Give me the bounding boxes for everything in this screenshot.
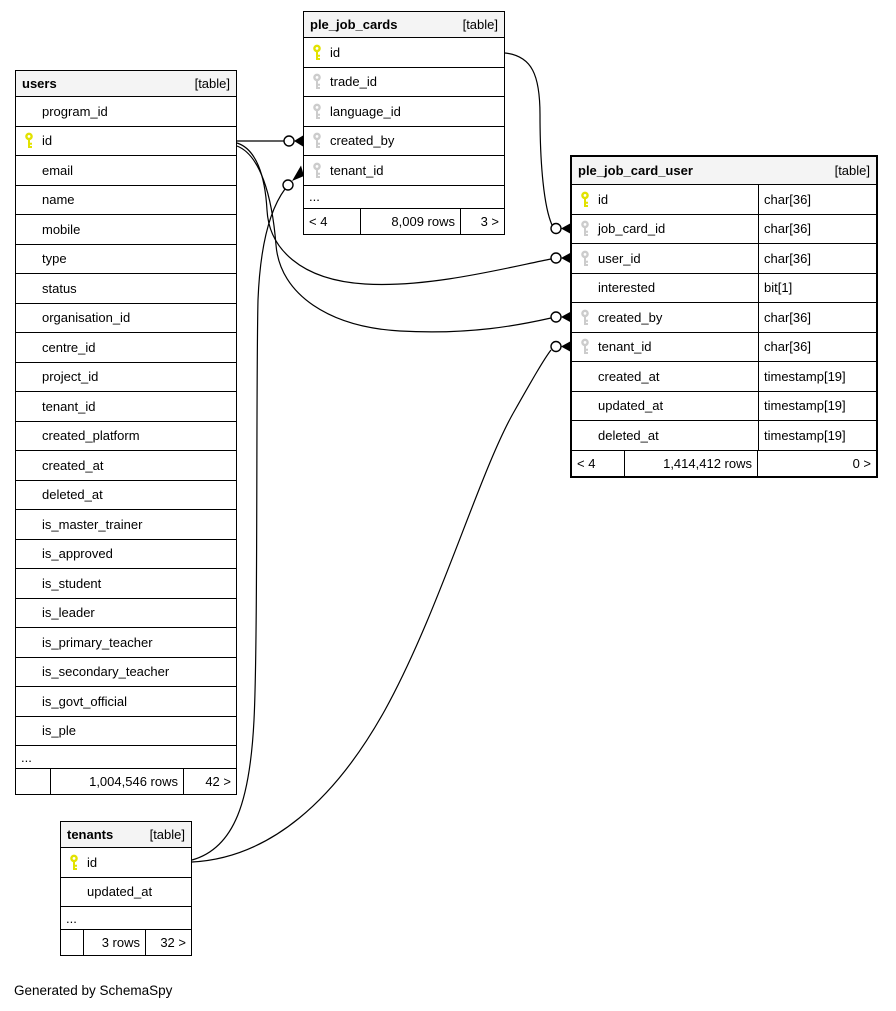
column-row: tenant_id [16, 392, 236, 422]
table-users-header: users [table] [16, 71, 236, 97]
table-tenants: tenants [table] id updated_at ... 3 rows… [60, 821, 192, 956]
foreign-key-icon [304, 162, 330, 179]
column-row: created_at [16, 451, 236, 481]
column-type: timestamp[19] [758, 421, 876, 450]
more-columns-ellipsis: ... [304, 186, 504, 209]
column-row: tenant_id [304, 156, 504, 186]
table-users-name[interactable]: users [22, 76, 57, 91]
foreign-key-icon [572, 338, 598, 355]
foreign-key-icon [304, 73, 330, 90]
column-row: id [61, 848, 191, 878]
foreign-key-icon [572, 220, 598, 237]
table-tenants-name[interactable]: tenants [67, 827, 114, 842]
pagination-right: 3 > [480, 213, 499, 229]
table-ple_job_cards-footer: < 4 8,009 rows 3 > [304, 208, 504, 234]
column-row: created_platform [16, 422, 236, 451]
column-row: id [16, 127, 236, 156]
more-columns-ellipsis: ... [16, 746, 236, 769]
column-row: language_id [304, 97, 504, 127]
table-ple_job_card_user-footer: < 4 1,414,412 rows 0 > [572, 450, 876, 476]
primary-key-icon [572, 191, 598, 208]
row-count: 3 rows [84, 930, 146, 955]
column-row: is_student [16, 569, 236, 599]
generated-by-note: Generated by SchemaSpy [14, 983, 173, 998]
foreign-key-icon [304, 132, 330, 149]
table-type-tag: [table] [834, 163, 870, 178]
edge-users-id-to-ple_job_cards-created_by [237, 135, 303, 147]
edge-ple_job_cards-id-to-ple_job_card_user-job_card_id [504, 52, 571, 235]
column-row: is_leader [16, 599, 236, 628]
pagination-right: 42 > [205, 774, 231, 789]
column-type: char[36] [758, 244, 876, 273]
column-row: deleted_at [16, 481, 236, 510]
row-count: 1,004,546 rows [51, 769, 184, 794]
table-ple_job_cards: ple_job_cards [table] id trade_id langua… [303, 11, 505, 235]
table-ple_job_cards-name[interactable]: ple_job_cards [310, 17, 398, 32]
more-columns-ellipsis: ... [61, 907, 191, 930]
table-type-tag: [table] [149, 827, 185, 842]
table-type-tag: [table] [194, 76, 230, 91]
row-count: 1,414,412 rows [625, 450, 758, 476]
column-row: updated_at [61, 878, 191, 907]
column-type: timestamp[19] [758, 391, 876, 420]
column-row: trade_id [304, 68, 504, 97]
row-count: 8,009 rows [361, 208, 461, 234]
foreign-key-icon [572, 309, 598, 326]
column-type: char[36] [758, 214, 876, 243]
column-row: is_master_trainer [16, 510, 236, 540]
edge-tenants-id-to-ple_job_card_user-tenant_id [191, 340, 571, 863]
pagination-left [61, 930, 84, 955]
column-type: timestamp[19] [758, 362, 876, 391]
table-ple_job_cards-header: ple_job_cards [table] [304, 12, 504, 38]
pagination-left: < 4 [304, 208, 361, 234]
column-row: name [16, 186, 236, 215]
column-row: is_ple [16, 717, 236, 746]
column-type: char[36] [758, 303, 876, 332]
column-row: is_approved [16, 540, 236, 569]
table-tenants-header: tenants [table] [61, 822, 191, 848]
column-row: organisation_id [16, 304, 236, 333]
column-row: is_primary_teacher [16, 628, 236, 658]
table-tenants-footer: 3 rows 32 > [61, 930, 191, 955]
column-row: program_id [16, 97, 236, 127]
table-ple_job_card_user-name[interactable]: ple_job_card_user [578, 163, 693, 178]
foreign-key-icon [304, 103, 330, 120]
primary-key-icon [16, 132, 42, 149]
column-row: id [304, 38, 504, 68]
pagination-right: 0 > [852, 455, 871, 471]
column-row: project_id [16, 363, 236, 392]
primary-key-icon [61, 854, 87, 871]
column-type: char[36] [758, 332, 876, 361]
pagination-right: 32 > [160, 935, 186, 950]
table-type-tag: [table] [462, 17, 498, 32]
column-type: bit[1] [758, 273, 876, 302]
column-row: is_secondary_teacher [16, 658, 236, 687]
primary-key-icon [304, 44, 330, 61]
column-row: is_govt_official [16, 687, 236, 717]
table-users: users [table] program_id id email name m… [15, 70, 237, 795]
foreign-key-icon [572, 250, 598, 267]
pagination-left [16, 769, 51, 794]
table-ple_job_card_user-header: ple_job_card_user [table] [572, 157, 876, 185]
column-row: centre_id [16, 333, 236, 363]
column-row: created_by [304, 127, 504, 156]
column-row: mobile [16, 215, 236, 245]
column-row: email [16, 156, 236, 186]
pagination-left: < 4 [572, 450, 625, 476]
column-row: status [16, 274, 236, 304]
column-row: type [16, 245, 236, 274]
column-type: char[36] [758, 185, 876, 214]
table-users-footer: 1,004,546 rows 42 > [16, 769, 236, 794]
